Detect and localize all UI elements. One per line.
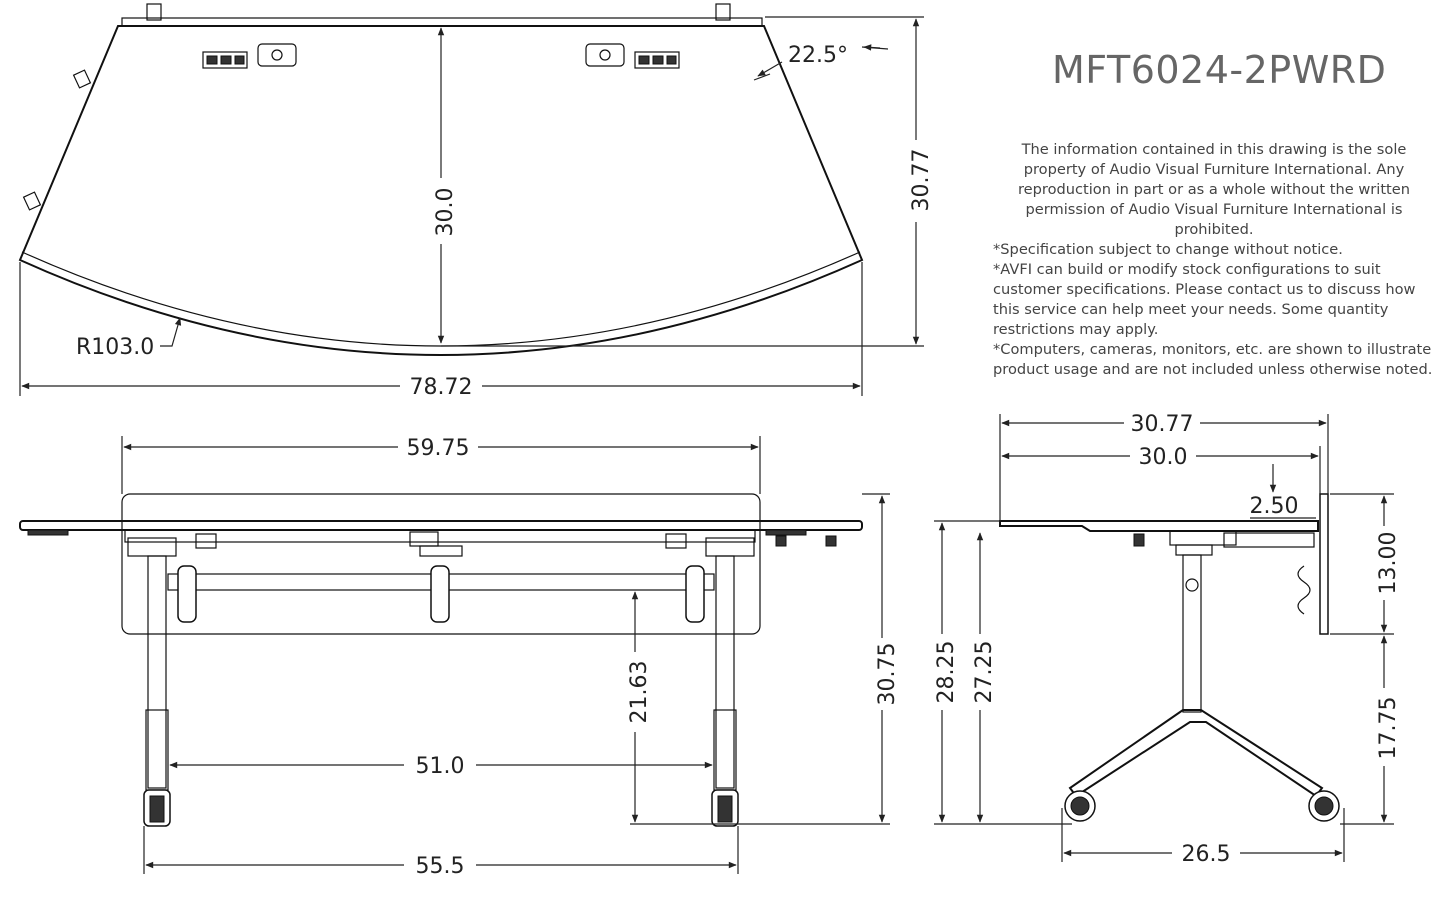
angle-leader: [753, 73, 771, 81]
front-center-latch: [419, 545, 463, 557]
crossbar-clip: [685, 565, 705, 623]
side-base-feet: [1068, 709, 1324, 798]
front-knob: [775, 535, 787, 547]
dim-caster-spread: 26.5: [1182, 842, 1231, 867]
dim-panel-offset: 2.50: [1250, 494, 1299, 519]
power-module-left: [202, 51, 248, 69]
front-leg-left: [147, 555, 167, 789]
side-view: 30.77 30.0 2.50 13.00 17.75 28.25 27.25: [934, 412, 1401, 867]
dim-panel-height: 13.00: [1376, 532, 1401, 595]
caster-wheel-left: [149, 795, 165, 823]
dim-base-width: 55.5: [416, 854, 465, 879]
side-knob: [1133, 533, 1145, 547]
model-number: MFT6024-2PWRD: [1052, 48, 1387, 92]
dim-top-depth-overall: 30.77: [909, 149, 934, 212]
note-custom-config: *AVFI can build or modify stock configur…: [993, 261, 1416, 338]
front-leg-mount-left: [127, 537, 177, 557]
angle-arrow: [757, 61, 783, 77]
side-caster-right-hub: [1314, 796, 1334, 816]
note-equipment: *Computers, cameras, monitors, etc. are …: [993, 341, 1433, 378]
top-rear-edge: [121, 17, 763, 27]
side-hinge: [1175, 544, 1213, 556]
side-column-bolt: [1185, 578, 1199, 592]
dim-front-overall-height: 30.75: [875, 643, 900, 706]
note-spec-change: *Specification subject to change without…: [993, 241, 1343, 258]
front-apron: [124, 529, 756, 543]
dim-edge-radius: R103.0: [76, 335, 154, 360]
front-leg-right: [715, 555, 735, 789]
leg-sleeve-left: [145, 709, 169, 791]
tabletop-outline: [18, 25, 864, 356]
modesty-panel: [121, 493, 761, 635]
dim-side-angle: 22.5°: [788, 43, 848, 68]
dim-modesty-panel-width: 59.75: [407, 436, 470, 461]
front-knob: [825, 535, 837, 547]
side-wire-bundle: [1223, 532, 1315, 548]
grommet-left: [257, 43, 297, 67]
tabletop-front-edge: [21, 251, 861, 347]
dim-underside-height: 27.25: [972, 641, 997, 704]
top-view: 30.0 30.77 22.5° R103.0 78.72: [18, 3, 934, 400]
front-tabletop: [19, 520, 863, 531]
dim-top-width-overall: 78.72: [410, 375, 473, 400]
leg-sleeve-right: [713, 709, 737, 791]
dim-top-depth-center: 30.0: [433, 188, 458, 237]
power-module-right: [634, 51, 680, 69]
legal-notice: The information contained in this drawin…: [993, 140, 1435, 380]
rear-clamp-right: [715, 3, 731, 21]
side-clamp-lower: [22, 191, 42, 211]
dim-leg-span-inner: 51.0: [416, 754, 465, 779]
dim-side-depth-top: 30.0: [1139, 445, 1188, 470]
angle-arrow: [863, 44, 881, 51]
grommet-right: [585, 43, 625, 67]
dim-crossbar-height: 21.63: [627, 661, 652, 724]
radius-leader: [160, 317, 182, 347]
front-leg-mount-right: [705, 537, 755, 557]
side-column: [1182, 554, 1202, 713]
ownership-notice: The information contained in this drawin…: [1017, 141, 1411, 238]
caster-wheel-right: [717, 795, 733, 823]
side-caster-left-hub: [1070, 796, 1090, 816]
front-bracket: [195, 533, 217, 549]
front-bracket-center: [409, 531, 439, 547]
side-cable-coil: [1297, 565, 1311, 615]
crossbar-clip: [430, 565, 450, 623]
dim-panel-floor-clearance: 17.75: [1376, 697, 1401, 760]
side-clamp-upper: [72, 69, 92, 89]
dim-top-height: 28.25: [934, 641, 959, 704]
side-tabletop: [999, 520, 1319, 532]
front-power-bar-right: [765, 529, 807, 536]
side-modesty-panel: [1319, 493, 1329, 635]
dim-side-depth-overall: 30.77: [1131, 412, 1194, 437]
front-view: 59.75 30.75 21.63 51.0 55.5: [19, 436, 900, 879]
front-power-bar-left: [27, 529, 69, 536]
front-bracket: [665, 533, 687, 549]
crossbar-clip: [177, 565, 197, 623]
rear-clamp-left: [146, 3, 162, 21]
